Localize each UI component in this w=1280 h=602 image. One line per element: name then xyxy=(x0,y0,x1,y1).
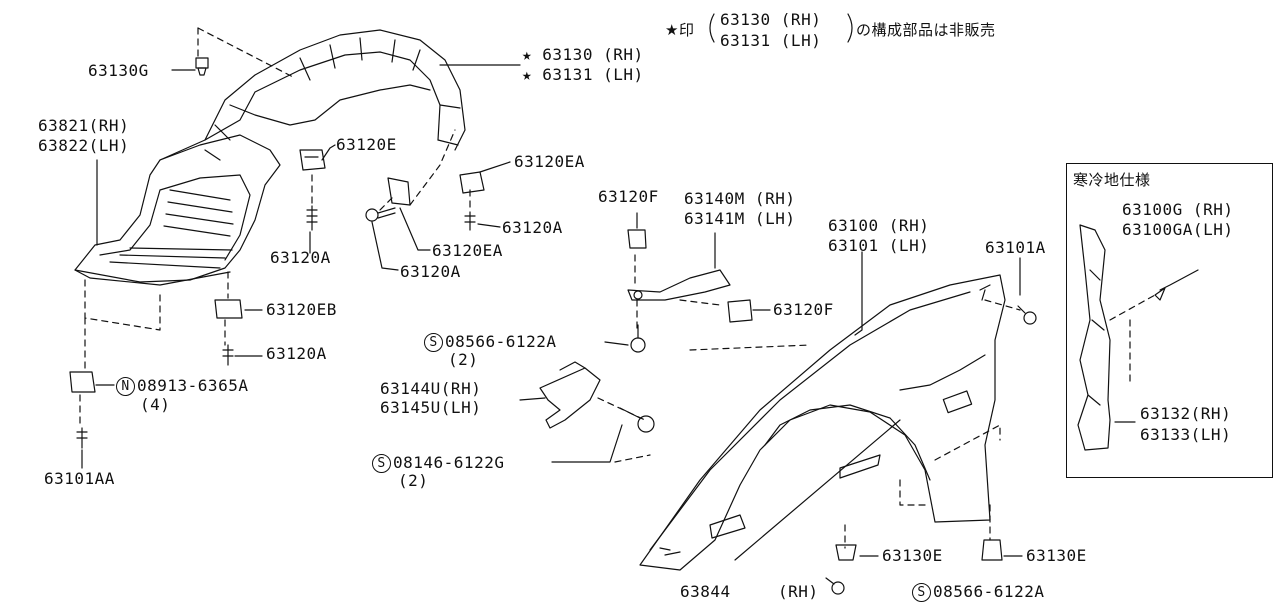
label-63844: 63844 xyxy=(680,582,731,601)
label-63101A: 63101A xyxy=(985,238,1046,257)
screw-63120A-c xyxy=(464,211,476,231)
label-63130E-b: 63130E xyxy=(1026,546,1087,565)
inset-part-63100G xyxy=(1077,224,1199,451)
label-63120A-a: 63120A xyxy=(502,218,563,237)
clip-63120F-b xyxy=(727,299,753,323)
star-icon: ★ xyxy=(522,45,533,64)
bolt-08566-b xyxy=(825,577,845,595)
label-63131: ★ 63131 (LH) xyxy=(522,65,644,84)
label-63120A-c: 63120A xyxy=(400,262,461,281)
label-63100G: 63100G (RH) xyxy=(1122,200,1234,219)
star-icon: ★ xyxy=(522,65,533,84)
cold-region-inset: 寒冷地仕様 xyxy=(1066,163,1273,478)
clip-63130E-b xyxy=(981,539,1003,561)
bolt-08566-a xyxy=(630,324,646,353)
label-63145U: 63145U(LH) xyxy=(380,398,482,417)
label-63120A-b: 63120A xyxy=(270,248,331,267)
screw-63120A-d xyxy=(222,344,234,366)
fender-liner-front xyxy=(74,124,281,286)
label-63101: 63101 (LH) xyxy=(828,236,930,255)
clip-63130G xyxy=(195,57,209,76)
label-63130G: 63130G xyxy=(88,61,149,80)
label-63133: 63133(LH) xyxy=(1140,425,1232,444)
label-63120EA-a: 63120EA xyxy=(514,152,585,171)
label-63120EA-b: 63120EA xyxy=(432,241,503,260)
label-08146-qty: (2) xyxy=(398,471,429,490)
label-08913-qty: (4) xyxy=(140,395,171,414)
label-63144U: 63144U(RH) xyxy=(380,379,482,398)
bracket-63144U xyxy=(539,361,601,429)
label-63120A-d: 63120A xyxy=(266,344,327,363)
note-lh: 63131 (LH) xyxy=(720,31,822,50)
screw-63120A-b xyxy=(365,207,396,222)
label-63120EB: 63120EB xyxy=(266,300,337,319)
label-63120F-a: 63120F xyxy=(598,187,659,206)
screw-symbol-icon: S xyxy=(424,333,443,352)
leaders-left xyxy=(81,64,521,469)
label-63130: ★ 63130 (RH) xyxy=(522,45,644,64)
clip-63120EA-b xyxy=(387,177,411,206)
label-63821: 63821(RH) xyxy=(38,116,130,135)
screw-symbol-icon: S xyxy=(912,583,931,602)
label-63822: 63822(LH) xyxy=(38,136,130,155)
label-08566-a-qty: (2) xyxy=(448,350,479,369)
clip-63120EA-a xyxy=(459,171,485,194)
label-63130E-a: 63130E xyxy=(882,546,943,565)
dashed-leaders-fender xyxy=(597,254,1021,549)
nut-08913 xyxy=(69,371,96,393)
clip-63120E xyxy=(299,149,326,171)
label-63120F-b: 63120F xyxy=(773,300,834,319)
leaders-fender xyxy=(519,212,1023,561)
dashed-leaders-left xyxy=(79,27,471,426)
clip-63120EB xyxy=(214,299,243,319)
fender-liner-rear xyxy=(159,29,466,161)
label-63100: 63100 (RH) xyxy=(828,216,930,235)
note-suffix: の構成部品は非販売 xyxy=(856,21,996,39)
note-prefix: ★印 xyxy=(665,21,695,39)
note-rh: 63130 (RH) xyxy=(720,10,822,29)
label-63101AA: 63101AA xyxy=(44,469,115,488)
label-63140M: 63140M (RH) xyxy=(684,189,796,208)
label-63100GA: 63100GA(LH) xyxy=(1122,220,1234,239)
label-63132: 63132(RH) xyxy=(1140,404,1232,423)
inset-dashed xyxy=(1109,294,1156,386)
screw-63101A xyxy=(1017,305,1037,325)
clip-63120F-a xyxy=(627,229,647,249)
label-63844-rh: (RH) xyxy=(778,582,819,601)
note-bracket-right xyxy=(847,13,853,43)
note-bracket-left xyxy=(709,13,715,43)
clip-63130E-a xyxy=(835,544,857,561)
label-63141M: 63141M (LH) xyxy=(684,209,796,228)
screw-63101AA xyxy=(76,427,88,449)
bolt-08146 xyxy=(619,407,655,433)
bracket-63140M xyxy=(627,269,731,301)
screw-symbol-icon: S xyxy=(372,454,391,473)
screw-63120A-a xyxy=(306,205,318,231)
inset-title: 寒冷地仕様 xyxy=(1073,171,1151,189)
label-63120E: 63120E xyxy=(336,135,397,154)
nut-symbol-icon: N xyxy=(116,377,135,396)
